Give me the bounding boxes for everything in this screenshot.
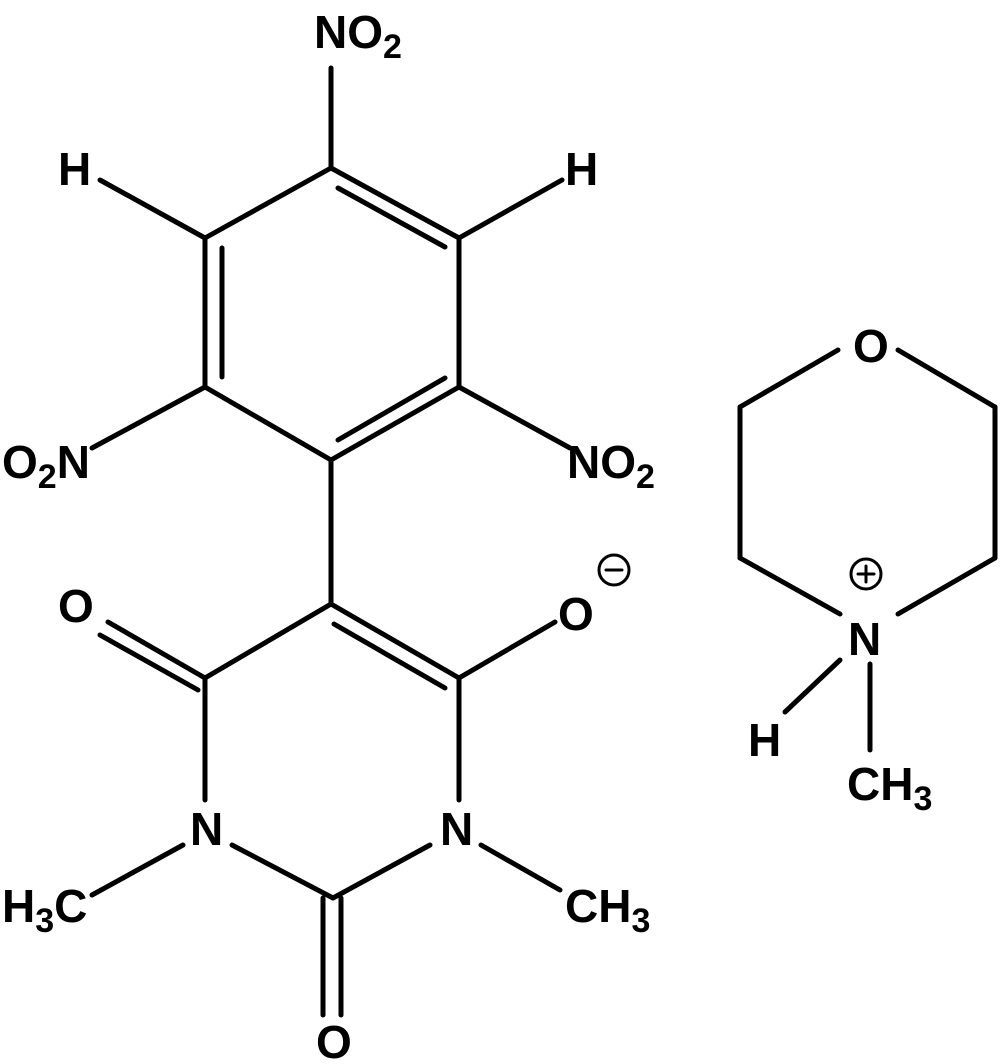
label-left-nitro: O2N: [2, 436, 90, 496]
label-oxide-o: O: [558, 588, 594, 640]
pyrimidine-substituent-bonds: [89, 619, 563, 1018]
label-n-left: N: [190, 803, 223, 855]
label-h-left: H: [58, 143, 91, 195]
label-top-nitro: NO2: [314, 6, 402, 66]
label-carbonyl-left-o: O: [58, 580, 94, 632]
label-morpholine-methyl: CH3: [847, 758, 932, 818]
label-methyl-right: CH3: [565, 880, 650, 940]
negative-charge-icon: [597, 553, 631, 587]
positive-charge-icon: [849, 557, 883, 591]
label-n-right: N: [440, 803, 473, 855]
benzene-substituent-bonds: [89, 65, 573, 607]
label-morpholine-o: O: [853, 320, 889, 372]
label-right-nitro: NO2: [567, 436, 655, 496]
benzene-ring-bonds: [202, 165, 462, 463]
label-morpholine-h: H: [748, 714, 781, 766]
morpholinium-ring-bonds: [737, 347, 998, 753]
label-methyl-left: H3C: [2, 880, 87, 940]
pyrimidine-ring-bonds: [202, 601, 462, 901]
label-h-right: H: [565, 143, 598, 195]
label-carbonyl-bottom-o: O: [316, 1016, 352, 1064]
label-morpholine-n: N: [848, 613, 881, 665]
